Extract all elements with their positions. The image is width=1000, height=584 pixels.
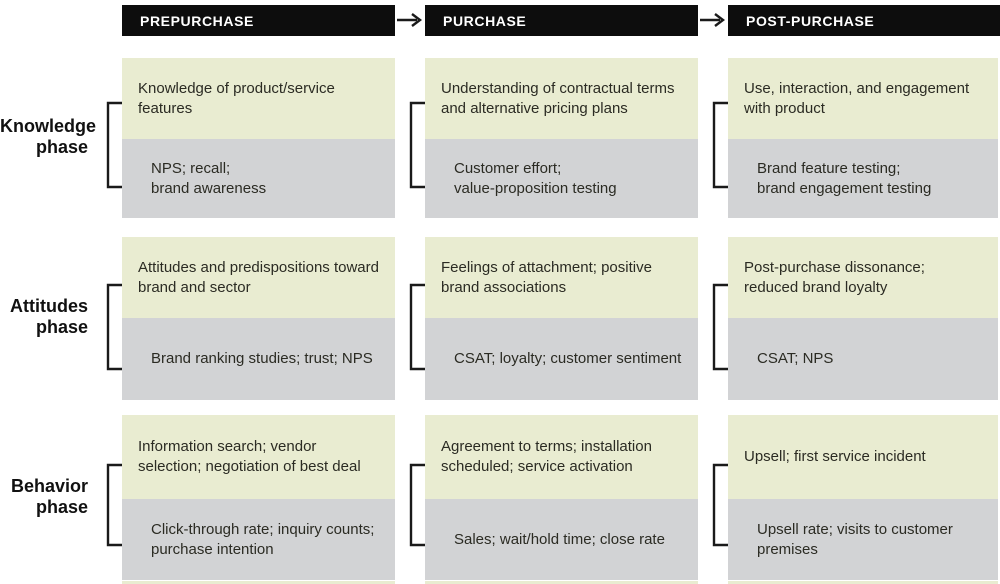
column-header-purchase: PURCHASE — [425, 5, 698, 36]
cell-attitudes-prepurchase-description: Attitudes and predispositions toward bra… — [122, 237, 395, 318]
column-header-post-purchase: POST-PURCHASE — [728, 5, 1000, 36]
cell-behavior-postpurchase-metrics: Upsell rate; visits to customer premises — [728, 499, 998, 580]
cell-attitudes-postpurchase-metrics: CSAT; NPS — [728, 318, 998, 400]
cell-knowledge-prepurchase-metrics: NPS; recall; brand awareness — [122, 139, 395, 218]
header-arrowhead-icon — [714, 13, 725, 27]
cell-attitudes-purchase-description: Feelings of attachment; positive brand a… — [425, 237, 698, 318]
cell-knowledge-postpurchase-description: Use, interaction, and engagement with pr… — [728, 58, 998, 139]
cell-behavior-postpurchase-description: Upsell; first service incident — [728, 415, 998, 499]
cell-behavior-prepurchase-metrics: Click-through rate; inquiry counts; purc… — [122, 499, 395, 580]
cell-knowledge-postpurchase-metrics: Brand feature testing; brand engagement … — [728, 139, 998, 218]
row-label-behavior-phase: Behavior phase — [10, 476, 88, 517]
cell-behavior-prepurchase-description: Information search; vendor selection; ne… — [122, 415, 395, 499]
next-row-sliver — [425, 581, 698, 584]
cell-behavior-purchase-description: Agreement to terms; installation schedul… — [425, 415, 698, 499]
header-arrowhead-icon — [411, 13, 422, 27]
next-row-sliver — [728, 581, 998, 584]
cell-attitudes-prepurchase-metrics: Brand ranking studies; trust; NPS — [122, 318, 395, 400]
cell-attitudes-postpurchase-description: Post-purchase dissonance; reduced brand … — [728, 237, 998, 318]
row-label-knowledge-phase: Knowledge phase — [0, 116, 97, 157]
next-row-sliver — [122, 581, 395, 584]
cell-knowledge-purchase-description: Understanding of contractual terms and a… — [425, 58, 698, 139]
cell-knowledge-purchase-metrics: Customer effort; value-proposition testi… — [425, 139, 698, 218]
cell-knowledge-prepurchase-description: Knowledge of product/service features — [122, 58, 395, 139]
column-header-prepurchase: PREPURCHASE — [122, 5, 395, 36]
cell-attitudes-purchase-metrics: CSAT; loyalty; customer sentiment — [425, 318, 698, 400]
cell-behavior-purchase-metrics: Sales; wait/hold time; close rate — [425, 499, 698, 580]
row-label-attitudes-phase: Attitudes phase — [10, 296, 88, 337]
